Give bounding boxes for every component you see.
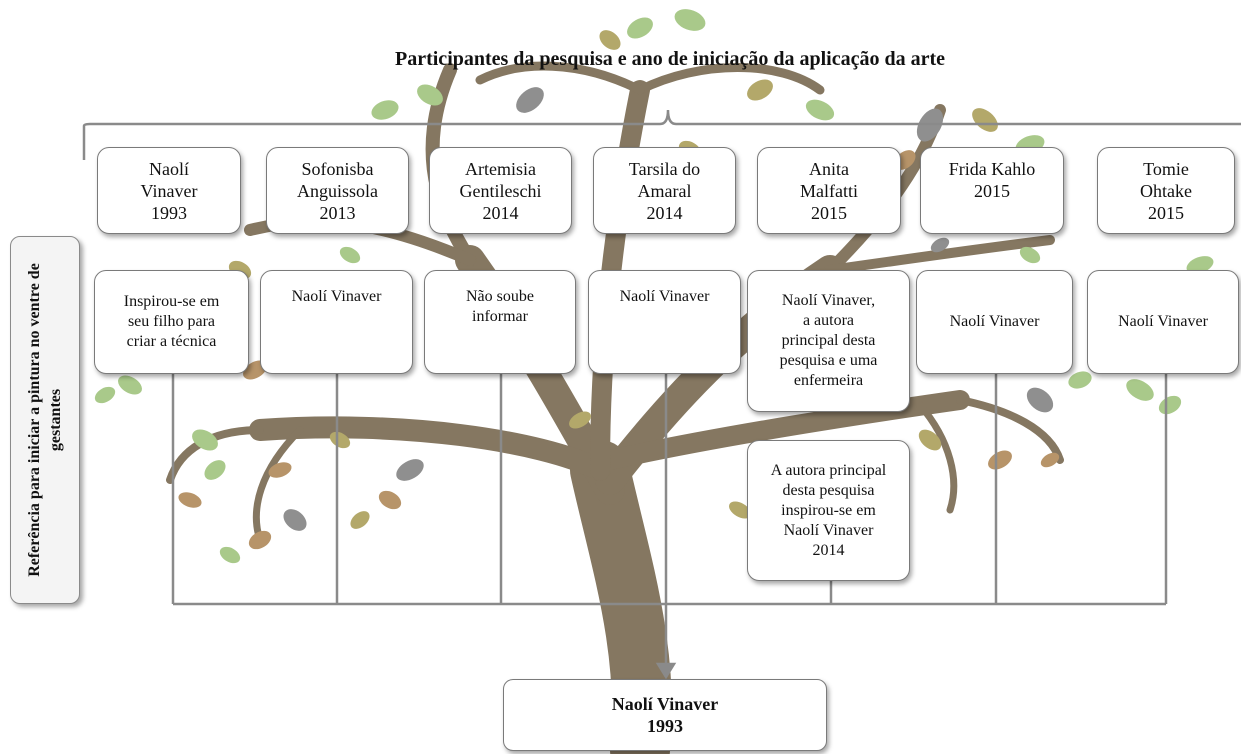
participant-box-2: Sofonisba Anguissola 2013 — [266, 147, 409, 234]
arrow-head — [655, 662, 677, 680]
participant-box-3: Artemisia Gentileschi 2014 — [429, 147, 572, 234]
top-bracket — [82, 109, 1241, 160]
tree-leaves — [94, 9, 1214, 564]
reference-box-1: Inspirou-se em seu filho para criar a té… — [94, 270, 249, 374]
participant-box-7: Tomie Ohtake 2015 — [1097, 147, 1235, 234]
reference-box-5: Naolí Vinaver, a autora principal desta … — [747, 270, 910, 412]
participant-box-6: Frida Kahlo 2015 — [920, 147, 1064, 234]
result-box: Naolí Vinaver 1993 — [503, 679, 827, 751]
reference-box-7: Naolí Vinaver — [1087, 270, 1239, 374]
reference-box-4: Naolí Vinaver — [588, 270, 741, 374]
diagram-title: Participantes da pesquisa e ano de inici… — [395, 48, 945, 70]
reference-box-2: Naolí Vinaver — [260, 270, 413, 374]
participant-box-5: Anita Malfatti 2015 — [757, 147, 901, 234]
participant-box-1: Naolí Vinaver 1993 — [97, 147, 241, 234]
side-label: Referência para iniciar a pintura no ven… — [26, 263, 64, 577]
reference-box-6: Naolí Vinaver — [916, 270, 1073, 374]
reference-box-5-extra: A autora principal desta pesquisa inspir… — [747, 440, 910, 581]
participant-box-4: Tarsila do Amaral 2014 — [593, 147, 736, 234]
side-label-box — [10, 236, 80, 604]
reference-box-3: Não soube informar — [424, 270, 576, 374]
